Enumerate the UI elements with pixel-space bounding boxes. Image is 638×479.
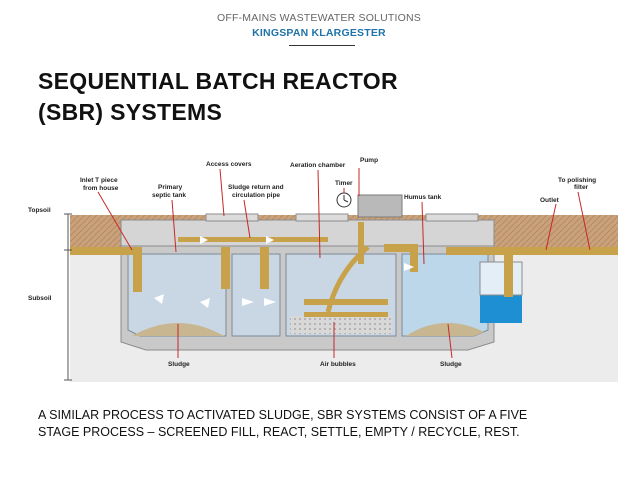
label-humus-tank: Humus tank <box>404 194 442 201</box>
pump-unit <box>357 194 403 218</box>
flow-arrow-3 <box>154 294 164 304</box>
label-sludge-return-line-2: circulation pipe <box>232 192 280 199</box>
label-outlet: Outlet <box>540 197 560 204</box>
page-title: SEQUENTIAL BATCH REACTOR (SBR) SYSTEMS <box>38 66 398 128</box>
page-title-line-2: (SBR) SYSTEMS <box>38 99 223 125</box>
t-piece-3 <box>260 247 269 289</box>
filter-water <box>480 295 522 323</box>
sbr-diagram: Pump Access covers Aeration chamber Inle… <box>28 152 618 397</box>
header-kicker: OFF-MAINS WASTEWATER SOLUTIONS <box>217 12 421 24</box>
transfer-pipe <box>384 244 416 252</box>
sludge-return-pipe <box>178 237 328 242</box>
depth-bracket-ticks <box>64 213 72 381</box>
inlet-pipe <box>70 247 140 255</box>
label-polishing-line-2: filter <box>574 184 589 191</box>
label-sludge-left: Sludge <box>168 361 190 368</box>
flow-arrow-2 <box>266 236 274 244</box>
label-aeration-chamber: Aeration chamber <box>290 162 346 169</box>
label-sludge-return-line-1: Sludge return and <box>228 184 284 191</box>
label-pump: Pump <box>360 157 378 164</box>
inlet-t-piece <box>133 247 142 292</box>
label-primary-line-2: septic tank <box>152 192 186 199</box>
description-line-2: STAGE PROCESS – SCREENED FILL, REACT, SE… <box>38 425 520 439</box>
header-brand: KINGSPAN KLARGESTER <box>252 27 386 39</box>
diffuser-pipe-1 <box>304 299 388 305</box>
label-sludge-right: Sludge <box>440 361 462 368</box>
filter-chamber <box>479 261 523 296</box>
label-leaders <box>97 168 591 359</box>
flow-arrow-6 <box>264 298 276 306</box>
outlet-riser <box>504 247 513 297</box>
t-piece-2 <box>221 247 230 289</box>
label-access-covers: Access covers <box>206 161 252 168</box>
label-polishing-line-1: To polishing <box>558 177 596 184</box>
flow-arrow-4 <box>200 298 210 308</box>
flow-arrows <box>154 236 414 308</box>
label-primary-line-1: Primary <box>158 184 183 191</box>
page-title-line-1: SEQUENTIAL BATCH REACTOR <box>38 68 398 94</box>
header-rule <box>289 45 355 46</box>
pump-riser <box>358 222 364 264</box>
label-inlet-line-2: from house <box>83 185 119 192</box>
access-cover-3 <box>425 213 479 222</box>
diffuser-pipe-2 <box>304 312 388 317</box>
outlet-pipe <box>446 247 618 255</box>
description: A SIMILAR PROCESS TO ACTIVATED SLUDGE, S… <box>38 407 618 441</box>
primary-chamber-2 <box>231 253 281 337</box>
flow-arrow-7 <box>404 263 414 271</box>
label-timer: Timer <box>335 180 353 187</box>
label-inlet-line-1: Inlet T piece <box>80 177 118 184</box>
flow-arrow-5 <box>242 298 254 306</box>
air-bubble-zone <box>290 316 392 334</box>
tank-top-slab <box>120 219 495 247</box>
description-line-1: A SIMILAR PROCESS TO ACTIVATED SLUDGE, S… <box>38 408 528 422</box>
sludge-layer-2 <box>406 322 484 336</box>
humus-inlet-pipe <box>410 244 418 272</box>
label-air-bubbles: Air bubbles <box>320 361 356 368</box>
timer-hands-icon <box>343 195 349 203</box>
access-cover-1 <box>205 213 259 222</box>
access-cover-2 <box>295 213 349 222</box>
label-subsoil: Subsoil <box>28 295 52 302</box>
flow-arrow-1 <box>200 236 208 244</box>
sbr-diagram-svg: Pump Access covers Aeration chamber Inle… <box>28 157 618 382</box>
label-topsoil: Topsoil <box>28 207 51 214</box>
